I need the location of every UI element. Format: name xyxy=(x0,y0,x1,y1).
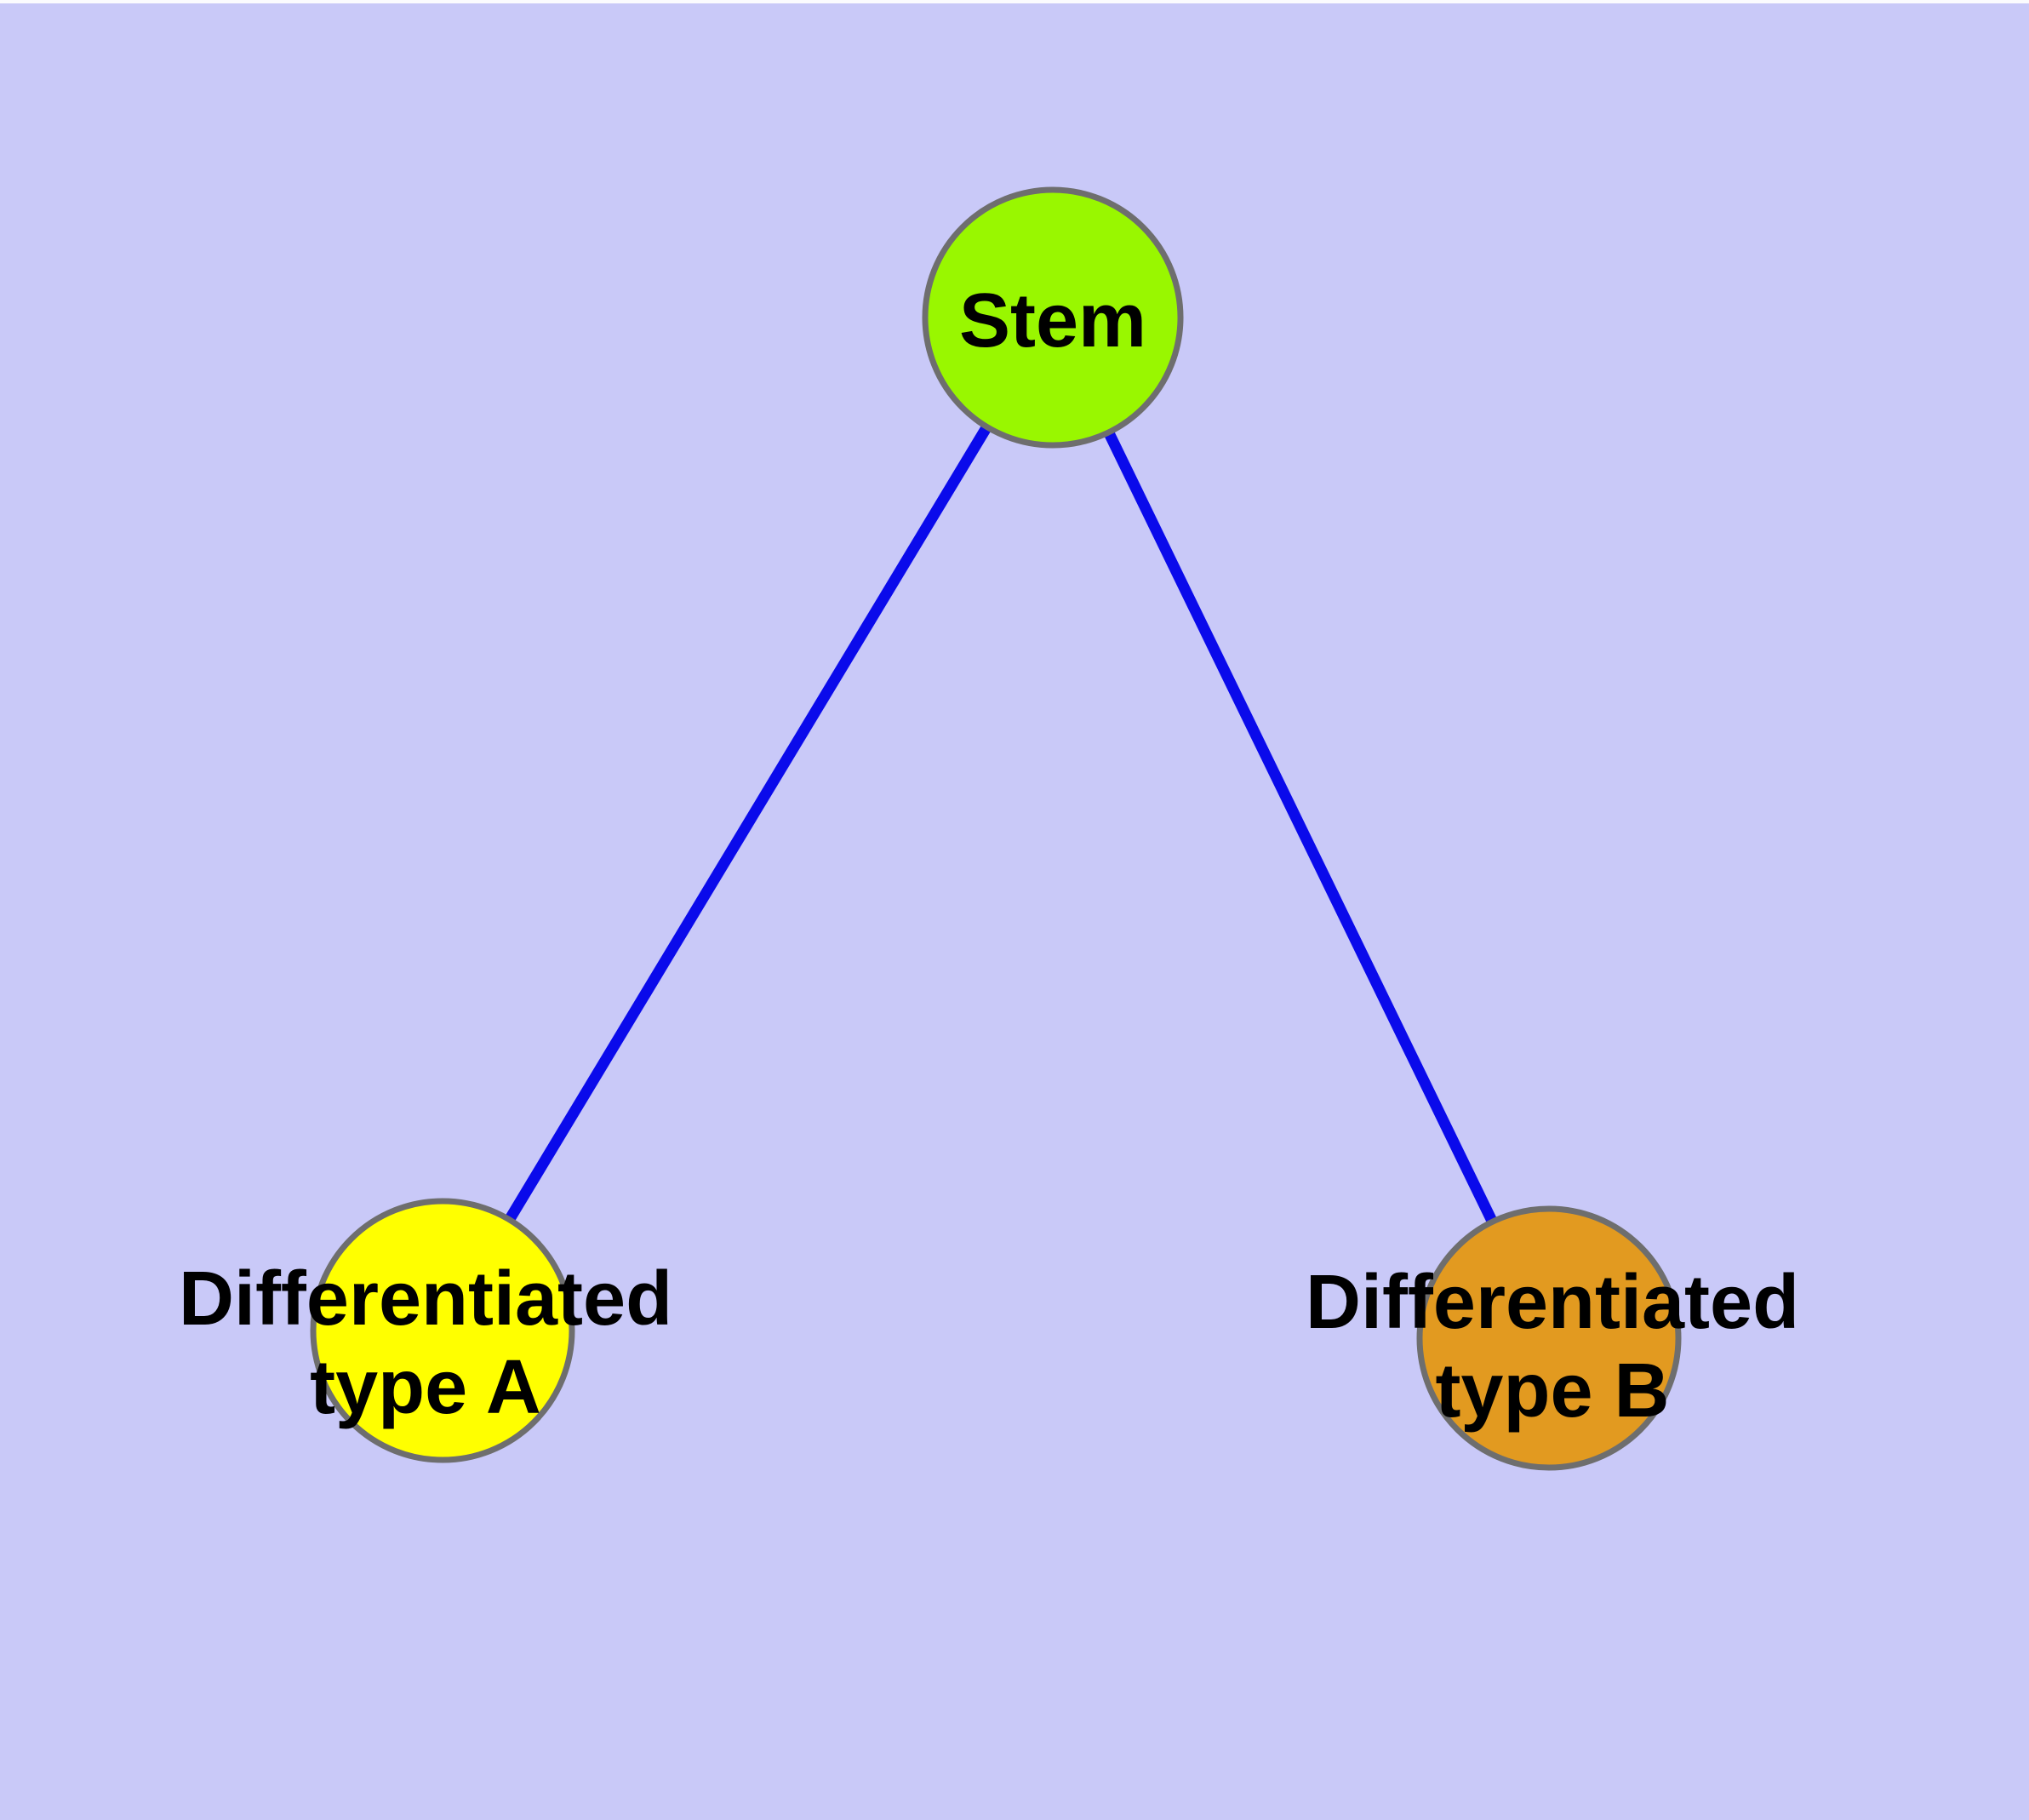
node-type-b-label-line2: type B xyxy=(1435,1348,1670,1434)
canvas-top-margin xyxy=(0,0,2029,3)
edge-stem-to-type-b xyxy=(1048,315,1554,1341)
node-type-b-circle xyxy=(1416,1205,1682,1471)
edge-stem-to-type-a xyxy=(437,314,1058,1334)
node-type-b-label-line1: Differentiated xyxy=(1305,1260,1800,1345)
node-type-a-label: Differentiated type A xyxy=(179,1255,672,1432)
node-stem-label: Stem xyxy=(958,278,1147,363)
node-type-a-circle xyxy=(310,1198,575,1463)
node-type-a-label-line2: type A xyxy=(310,1345,541,1430)
node-stem-circle xyxy=(922,186,1184,449)
node-type-a-label-line1: Differentiated xyxy=(178,1256,673,1342)
node-type-b-label: Differentiated type B xyxy=(1306,1258,1799,1435)
